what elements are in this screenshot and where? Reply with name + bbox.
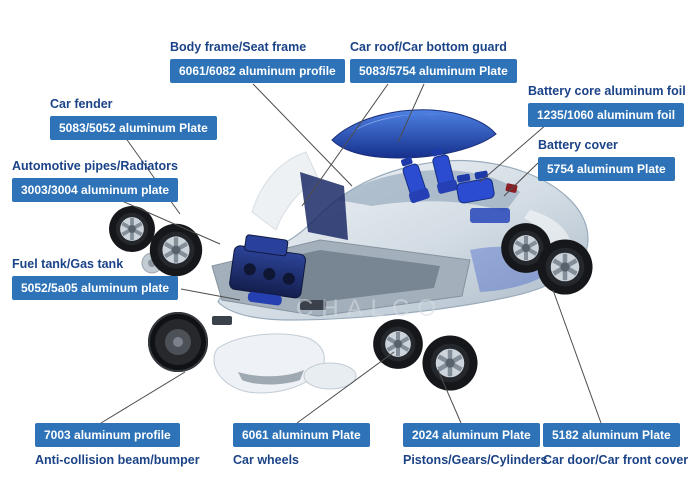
label-pistons-spec: 2024 aluminum Plate <box>403 423 540 447</box>
line-pistons <box>437 369 462 424</box>
line-body-frame <box>252 83 353 187</box>
label-car-door: 5182 aluminum Plate Car door/Car front c… <box>543 423 688 467</box>
label-anti-collision-spec: 7003 aluminum profile <box>35 423 180 447</box>
line-car-roof-b <box>397 83 425 143</box>
label-pipes-radiators-spec: 3003/3004 aluminum plate <box>12 178 179 202</box>
line-pipes <box>121 200 221 245</box>
exploded-panel <box>251 151 319 231</box>
label-car-wheels-spec: 6061 aluminum Plate <box>233 423 370 447</box>
line-car-wheels <box>296 351 395 424</box>
label-battery-foil-title: Battery core aluminum foil <box>528 84 686 98</box>
label-pipes-radiators: Automotive pipes/Radiators 3003/3004 alu… <box>12 159 179 202</box>
connector-lines <box>100 83 602 424</box>
label-car-roof: Car roof/Car bottom guard 5083/5754 alum… <box>350 40 517 83</box>
label-car-roof-title: Car roof/Car bottom guard <box>350 40 507 54</box>
label-fuel-tank-spec: 5052/5a05 aluminum plate <box>12 276 179 300</box>
label-car-roof-spec: 5083/5754 aluminum Plate <box>350 59 517 83</box>
label-body-frame-title: Body frame/Seat frame <box>170 40 307 54</box>
label-car-fender-spec: 5083/5052 aluminum Plate <box>50 116 217 140</box>
label-car-wheels-title: Car wheels <box>233 453 300 467</box>
label-car-fender: Car fender 5083/5052 aluminum Plate <box>50 97 217 140</box>
speaker <box>148 312 208 372</box>
line-anti-collision <box>100 371 186 424</box>
roof-panel <box>331 109 497 159</box>
label-fuel-tank: Fuel tank/Gas tank 5052/5a05 aluminum pl… <box>12 257 179 300</box>
label-battery-cover-title: Battery cover <box>538 138 618 152</box>
label-battery-cover: Battery cover 5754 aluminum Plate <box>538 138 675 181</box>
line-fuel-tank <box>180 288 241 301</box>
label-pistons-title: Pistons/Gears/Cylinders <box>403 453 548 467</box>
front-bumper <box>213 333 357 394</box>
line-car-door <box>552 289 602 424</box>
label-battery-foil: Battery core aluminum foil 1235/1060 alu… <box>528 84 686 127</box>
label-pistons: 2024 aluminum Plate Pistons/Gears/Cylind… <box>403 423 548 467</box>
label-car-wheels: 6061 aluminum Plate Car wheels <box>233 423 370 467</box>
line-battery-cover <box>503 162 539 197</box>
label-battery-foil-spec: 1235/1060 aluminum foil <box>528 103 685 127</box>
line-battery-foil <box>479 123 548 183</box>
label-anti-collision-title: Anti-collision beam/bumper <box>35 453 200 467</box>
label-car-door-spec: 5182 aluminum Plate <box>543 423 680 447</box>
label-car-door-title: Car door/Car front cover <box>543 453 689 467</box>
line-car-roof-a <box>301 83 389 207</box>
label-body-frame-spec: 6061/6082 aluminum profile <box>170 59 345 83</box>
front-subframe <box>300 172 348 240</box>
label-body-frame: Body frame/Seat frame 6061/6082 aluminum… <box>170 40 345 83</box>
label-pipes-radiators-title: Automotive pipes/Radiators <box>12 159 178 173</box>
engine-block <box>229 234 307 306</box>
label-fuel-tank-title: Fuel tank/Gas tank <box>12 257 124 271</box>
label-car-fender-title: Car fender <box>50 97 113 111</box>
label-anti-collision: 7003 aluminum profile Anti-collision bea… <box>35 423 200 467</box>
car-seats <box>400 147 518 223</box>
battery-pack <box>470 208 510 223</box>
label-battery-cover-spec: 5754 aluminum Plate <box>538 157 675 181</box>
watermark-text: CHALCO <box>296 295 444 322</box>
